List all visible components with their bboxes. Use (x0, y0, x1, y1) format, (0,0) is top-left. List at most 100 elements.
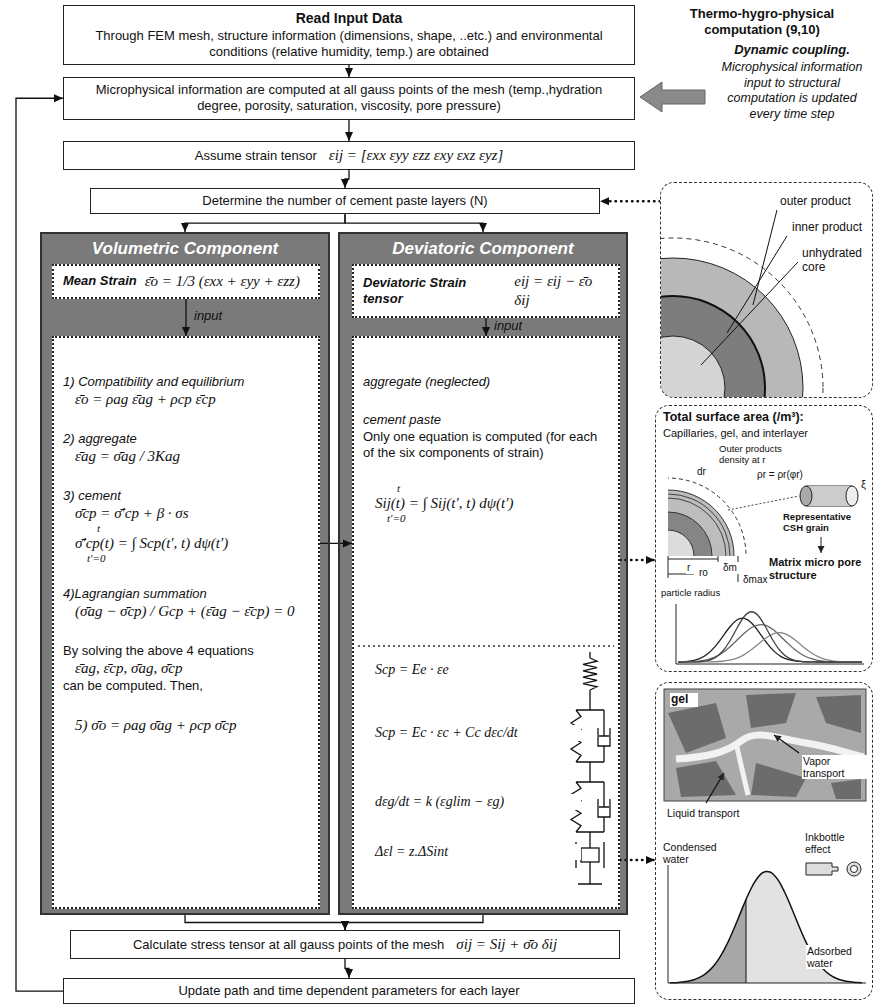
flow-arrow (348, 65, 349, 77)
illustration-stroke (676, 761, 736, 797)
node-text: εij = [εxx εyy εzz εxy εxz εyz] (329, 146, 503, 165)
flow-arrow (185, 214, 345, 232)
node-title: Mean Strain (63, 273, 137, 289)
node-text: 4)Lagrangian summation (63, 586, 309, 602)
dotted-link (620, 559, 655, 562)
coupling-arrow (640, 82, 705, 112)
node-text: t (97, 523, 309, 534)
figure-label: Vapor transport (802, 755, 868, 779)
node-title: Update path and time dependent parameter… (72, 983, 626, 999)
node-title: Read Input Data (72, 10, 626, 28)
node-title: 1) Compatibility and equilibrium (63, 374, 309, 390)
figure-label: ro (698, 567, 716, 579)
figure-label: outer product (779, 195, 873, 209)
illustration-stroke (668, 490, 734, 556)
illustration-stroke (847, 862, 861, 876)
figure-label: ξ (860, 478, 871, 491)
illustration-stroke (746, 693, 796, 728)
panel-ground (40, 232, 330, 915)
figure-label: Total surface area (/m³): (662, 410, 870, 424)
figure-label: dεg/dt = k (εglim − εg) (374, 794, 581, 810)
illustration-stroke (774, 735, 799, 753)
node-text: t′=0 (87, 553, 309, 564)
node-title: aggregate (neglected) (363, 374, 609, 390)
node-text: ε̄o = ρag ε̄ag + ρcp ε̄cp (75, 390, 309, 409)
illustration-stroke (831, 779, 861, 799)
input-box: Deviatoric Strain tensoreij = εij − ε̄o … (352, 264, 620, 318)
figure-label: Outer products density at r (718, 444, 812, 466)
process-box: Calculate stress tensor at all gauss poi… (70, 930, 620, 959)
process-box: Read Input DataThrough FEM mesh, structu… (63, 5, 635, 65)
flow-arrow (185, 299, 186, 336)
node-text: 2) aggregate (63, 431, 309, 447)
figure-label: particle radius (660, 588, 752, 599)
illustration-stroke (851, 866, 858, 873)
figure-label: unhydrated core (801, 247, 873, 275)
node-text: cement paste (363, 412, 609, 428)
illustration-stroke (751, 763, 806, 797)
node-text: ε̄o = 1/3 (εxx + εyy + εzz) (145, 272, 300, 291)
illustration-stroke (816, 695, 861, 733)
illustration-panel: Total surface area (/m³): Capillaries, ge… (655, 405, 873, 672)
node-title: Determine the number of cement paste lay… (99, 193, 591, 209)
flow-arrow (485, 318, 486, 337)
node-title: Deviatoric Component (340, 238, 626, 259)
illustration-stroke (581, 848, 599, 862)
equation-box: 1) Compatibility and equilibriumε̄o = ρa… (52, 336, 320, 909)
figure-label: Capillaries, gel, and interlayer (662, 427, 870, 440)
equation-box: aggregate (neglected)cement pasteOnly on… (352, 336, 620, 909)
illustration-stroke (668, 478, 746, 556)
dotted-link (620, 859, 655, 862)
illustration-stroke (670, 871, 746, 983)
side-heading: Thermo-hygro-physical computation (9,10) (652, 6, 872, 39)
illustration-stroke (678, 625, 862, 662)
node-title: Deviatoric Strain tensor (363, 275, 506, 308)
figure-label: Scp = Ee · εe (374, 662, 581, 678)
node-title: Volumetric Component (42, 238, 328, 259)
illustration-stroke (736, 743, 748, 795)
flow-arrow (345, 170, 349, 188)
node-text: t (397, 483, 609, 494)
illustration-stroke (806, 486, 852, 506)
component-panel: Deviatoric ComponentDeviatoric Strain te… (338, 232, 628, 915)
illustration-stroke (678, 612, 862, 662)
figure-label: Representative CSH grain (782, 512, 872, 534)
figure-label: gel (670, 693, 698, 707)
figure-label: Matrix micro pore structure (768, 556, 870, 581)
node-text: σ̄′cp(t) = ∫ Scp(t′, t) dψ(t′) (75, 534, 309, 553)
process-box: Determine the number of cement paste lay… (90, 188, 600, 214)
node-text: (σ̄ag − σ̄cp) / Gcp + (ε̄ag − ε̄cp) = 0 (75, 602, 309, 621)
illustration-stroke (668, 494, 730, 556)
illustration-stroke (800, 486, 812, 506)
illustration-stroke (661, 238, 823, 397)
panel-ground (338, 232, 628, 915)
illustration-stroke (701, 210, 798, 365)
illustration-stroke (668, 512, 712, 556)
node-text: σ̄cp = σ̄′cp + β · σs (75, 504, 309, 523)
illustration-stroke (806, 486, 852, 506)
illustration (661, 183, 872, 397)
flow-arrow (345, 214, 483, 232)
side-note: Microphysical information input to struc… (712, 60, 872, 123)
illustration-stroke (676, 604, 864, 664)
side-note: Dynamic coupling. (712, 42, 872, 58)
figure-label: inner product (791, 221, 873, 235)
illustration-stroke (846, 486, 858, 506)
illustration-panel: outer product inner product unhydrated cor… (660, 182, 873, 398)
node-title: Calculate stress tensor at all gauss poi… (133, 937, 444, 953)
edge-label: input (192, 308, 224, 324)
node-text: Through FEM mesh, structure information … (72, 28, 626, 61)
node-text: 5) σ̄o = ρag σ̄ag + ρcp σ̄cp (75, 716, 309, 735)
illustration-stroke (821, 537, 822, 553)
figure-label: dr (696, 466, 712, 478)
component-panel: Volumetric ComponentMean Strain ε̄o = 1/3… (40, 232, 330, 915)
node-text: t′=0 (387, 513, 609, 524)
node-text: ε̄ag, ε̄cp, σ̄ag, σ̄cp (75, 659, 309, 678)
figure-label: Liquid transport (666, 807, 788, 819)
input-box: Mean Strain ε̄o = 1/3 (εxx + εyy + εzz) (52, 264, 320, 299)
node-text: σij = Sij + σ̄o δij (456, 935, 557, 954)
figure-label: Inkbottle effect (804, 831, 872, 855)
illustration-panel: gelVapor transportLiquid transportConden… (655, 682, 873, 1000)
node-title: Microphysical information are computed a… (72, 82, 626, 115)
